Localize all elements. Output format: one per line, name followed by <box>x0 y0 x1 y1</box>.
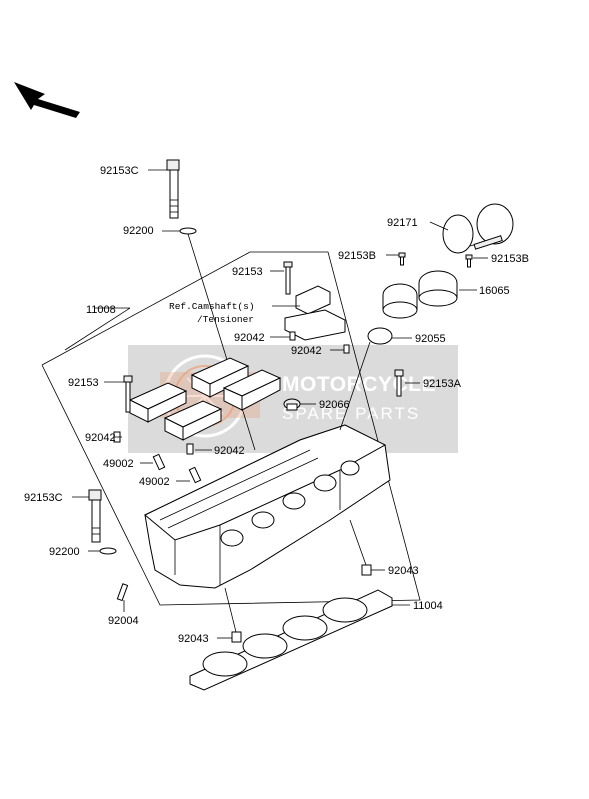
bolt-92153A <box>394 369 404 397</box>
dowel-92042-d <box>186 443 194 455</box>
label-49002-a: 49002 <box>103 458 134 470</box>
bolt-92153C-bottom <box>88 489 102 543</box>
label-ref-line2: /Tensioner <box>197 314 254 325</box>
label-92200-bottom: 92200 <box>49 546 80 558</box>
bolt-92153C-top <box>166 159 180 219</box>
camshaft-caps <box>128 357 282 441</box>
label-92171: 92171 <box>387 217 418 229</box>
label-92004: 92004 <box>108 615 139 627</box>
label-11004: 11004 <box>413 600 443 612</box>
dowel-92043-bottom <box>231 631 242 643</box>
tensioner-cap <box>284 285 346 341</box>
label-92042-b: 92042 <box>291 345 322 357</box>
intake-clamps-92171 <box>442 203 514 254</box>
bolt-92153-mid <box>123 375 133 413</box>
label-92200-top: 92200 <box>123 225 154 237</box>
dowel-92042-a <box>289 331 296 341</box>
assembly-bracket-11008 <box>41 251 421 606</box>
label-11008: 11008 <box>86 304 116 316</box>
label-92153B-left: 92153B <box>338 250 376 262</box>
label-92153B-right: 92153B <box>491 253 529 265</box>
label-92153-top: 92153 <box>232 266 263 278</box>
pin-49002-a <box>152 453 166 471</box>
label-ref-line1: Ref.Camshaft(s) <box>169 301 255 312</box>
washer-92200-bottom <box>99 547 117 555</box>
label-92042-c: 92042 <box>85 432 116 444</box>
watermark-line1: MOTORCYCLE <box>282 373 436 396</box>
label-49002-b: 49002 <box>139 476 170 488</box>
front-direction-arrow-icon <box>14 82 80 118</box>
o-ring-92055 <box>367 327 393 345</box>
pin-49002-b <box>188 466 202 484</box>
label-92066: 92066 <box>319 399 350 411</box>
label-92042-d: 92042 <box>214 445 245 457</box>
dowel-92043-right <box>361 564 372 576</box>
screw-92153B-left <box>398 252 406 266</box>
cap-92066 <box>283 398 301 411</box>
intake-holders-16065 <box>382 270 458 319</box>
label-92153C-top: 92153C <box>100 165 139 177</box>
dowel-92042-b <box>343 344 350 354</box>
washer-92200-top <box>179 227 197 235</box>
cylinder-head <box>144 424 391 589</box>
label-92153-mid: 92153 <box>68 377 99 389</box>
label-16065: 16065 <box>479 285 510 297</box>
head-gasket-11004 <box>189 589 393 691</box>
label-92153C-bottom: 92153C <box>24 492 63 504</box>
bolt-92153-top-small <box>285 265 291 295</box>
label-92043-right: 92043 <box>388 565 419 577</box>
watermark-line2: SPARE PARTS <box>282 404 420 423</box>
label-92055: 92055 <box>415 333 446 345</box>
stud-92004 <box>116 583 129 602</box>
screw-92153B-right <box>465 254 473 268</box>
label-92153A: 92153A <box>423 378 462 390</box>
label-92042-a: 92042 <box>234 332 265 344</box>
label-92043-bottom: 92043 <box>178 633 209 645</box>
